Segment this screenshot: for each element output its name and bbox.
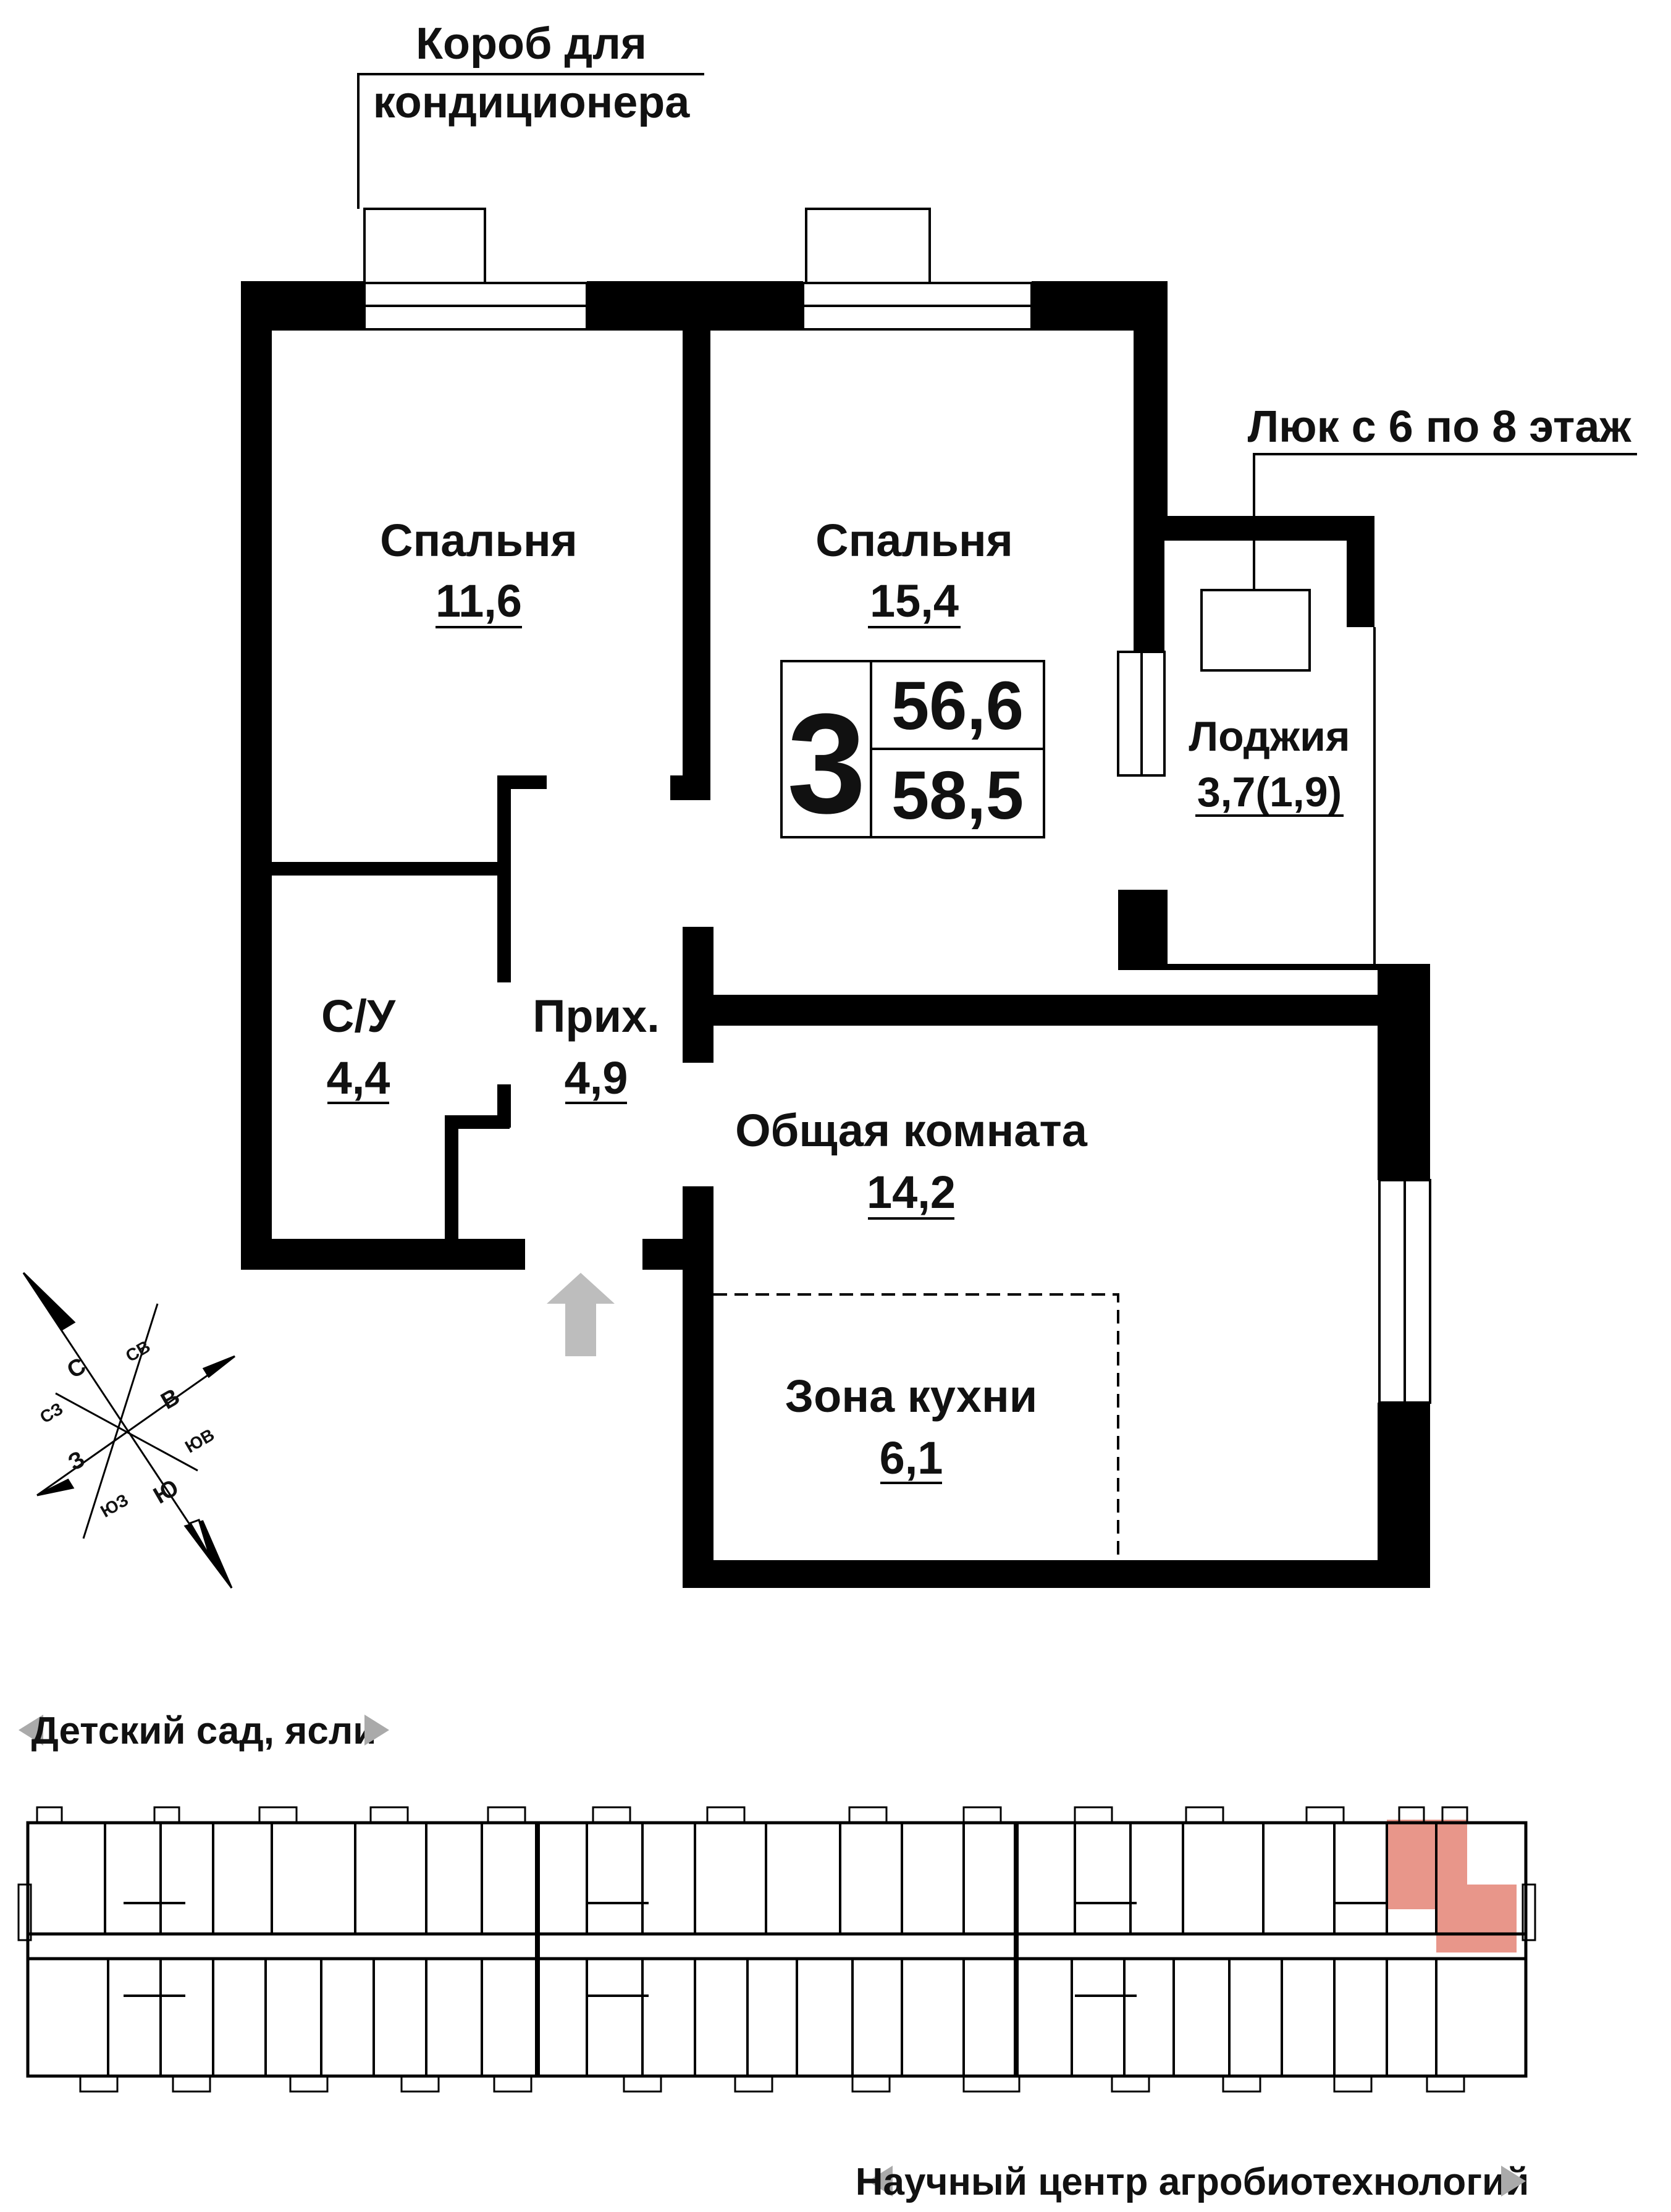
compass-se: ЮВ	[182, 1425, 217, 1456]
hall-area: 4,9	[565, 1052, 628, 1104]
ac-box-callout-line1: Короб для	[416, 19, 647, 69]
hatch-callout: Люк с 6 по 8 этаж	[1248, 402, 1632, 452]
ac-box-callout-line2: кондиционера	[373, 78, 691, 127]
bathroom-name: С/У	[321, 990, 396, 1042]
landmark-top: Детский сад, ясли	[32, 1710, 377, 1752]
bedroom1-name: Спальня	[380, 515, 578, 566]
bedroom2-area: 15,4	[870, 575, 959, 627]
entry-arrow-icon	[547, 1273, 615, 1356]
compass-s: Ю	[149, 1475, 183, 1509]
compass-e: В	[157, 1384, 185, 1415]
compass-rose	[22, 1272, 235, 1589]
compass-sw: ЮЗ	[97, 1490, 132, 1521]
kitchen-zone-area: 6,1	[880, 1432, 943, 1484]
compass-n: С	[63, 1353, 91, 1384]
apartment-walls	[241, 281, 1430, 1588]
loggia-name: Лоджия	[1189, 713, 1350, 760]
kitchen-zone-dashed	[713, 1293, 1119, 1560]
left-triangle-icon	[868, 2166, 893, 2197]
rooms-count: 3	[787, 684, 866, 843]
hall-name: Прих.	[532, 990, 660, 1042]
compass-ne: СВ	[122, 1336, 154, 1366]
apartment-summary-box	[780, 660, 1045, 838]
right-triangle-icon	[1501, 2166, 1526, 2197]
kitchen-zone-name: Зона кухни	[785, 1370, 1037, 1422]
thin-outlines	[357, 73, 1637, 1404]
compass-nw: СЗ	[36, 1399, 66, 1427]
building-floor-plan	[17, 1806, 1536, 2093]
total-area: 58,5	[891, 758, 1024, 834]
living-area: 56,6	[891, 668, 1024, 744]
bedroom2-name: Спальня	[815, 515, 1013, 566]
loggia-area: 3,7(1,9)	[1197, 769, 1342, 816]
bathroom-area: 4,4	[327, 1052, 390, 1104]
bedroom1-area: 11,6	[436, 575, 522, 627]
left-triangle-icon	[19, 1715, 43, 1746]
living-room-area: 14,2	[867, 1167, 956, 1218]
living-room-name: Общая комната	[735, 1105, 1088, 1156]
landmark-bottom: Научный центр агробиотехнологий	[856, 2161, 1530, 2203]
right-triangle-icon	[364, 1715, 389, 1746]
